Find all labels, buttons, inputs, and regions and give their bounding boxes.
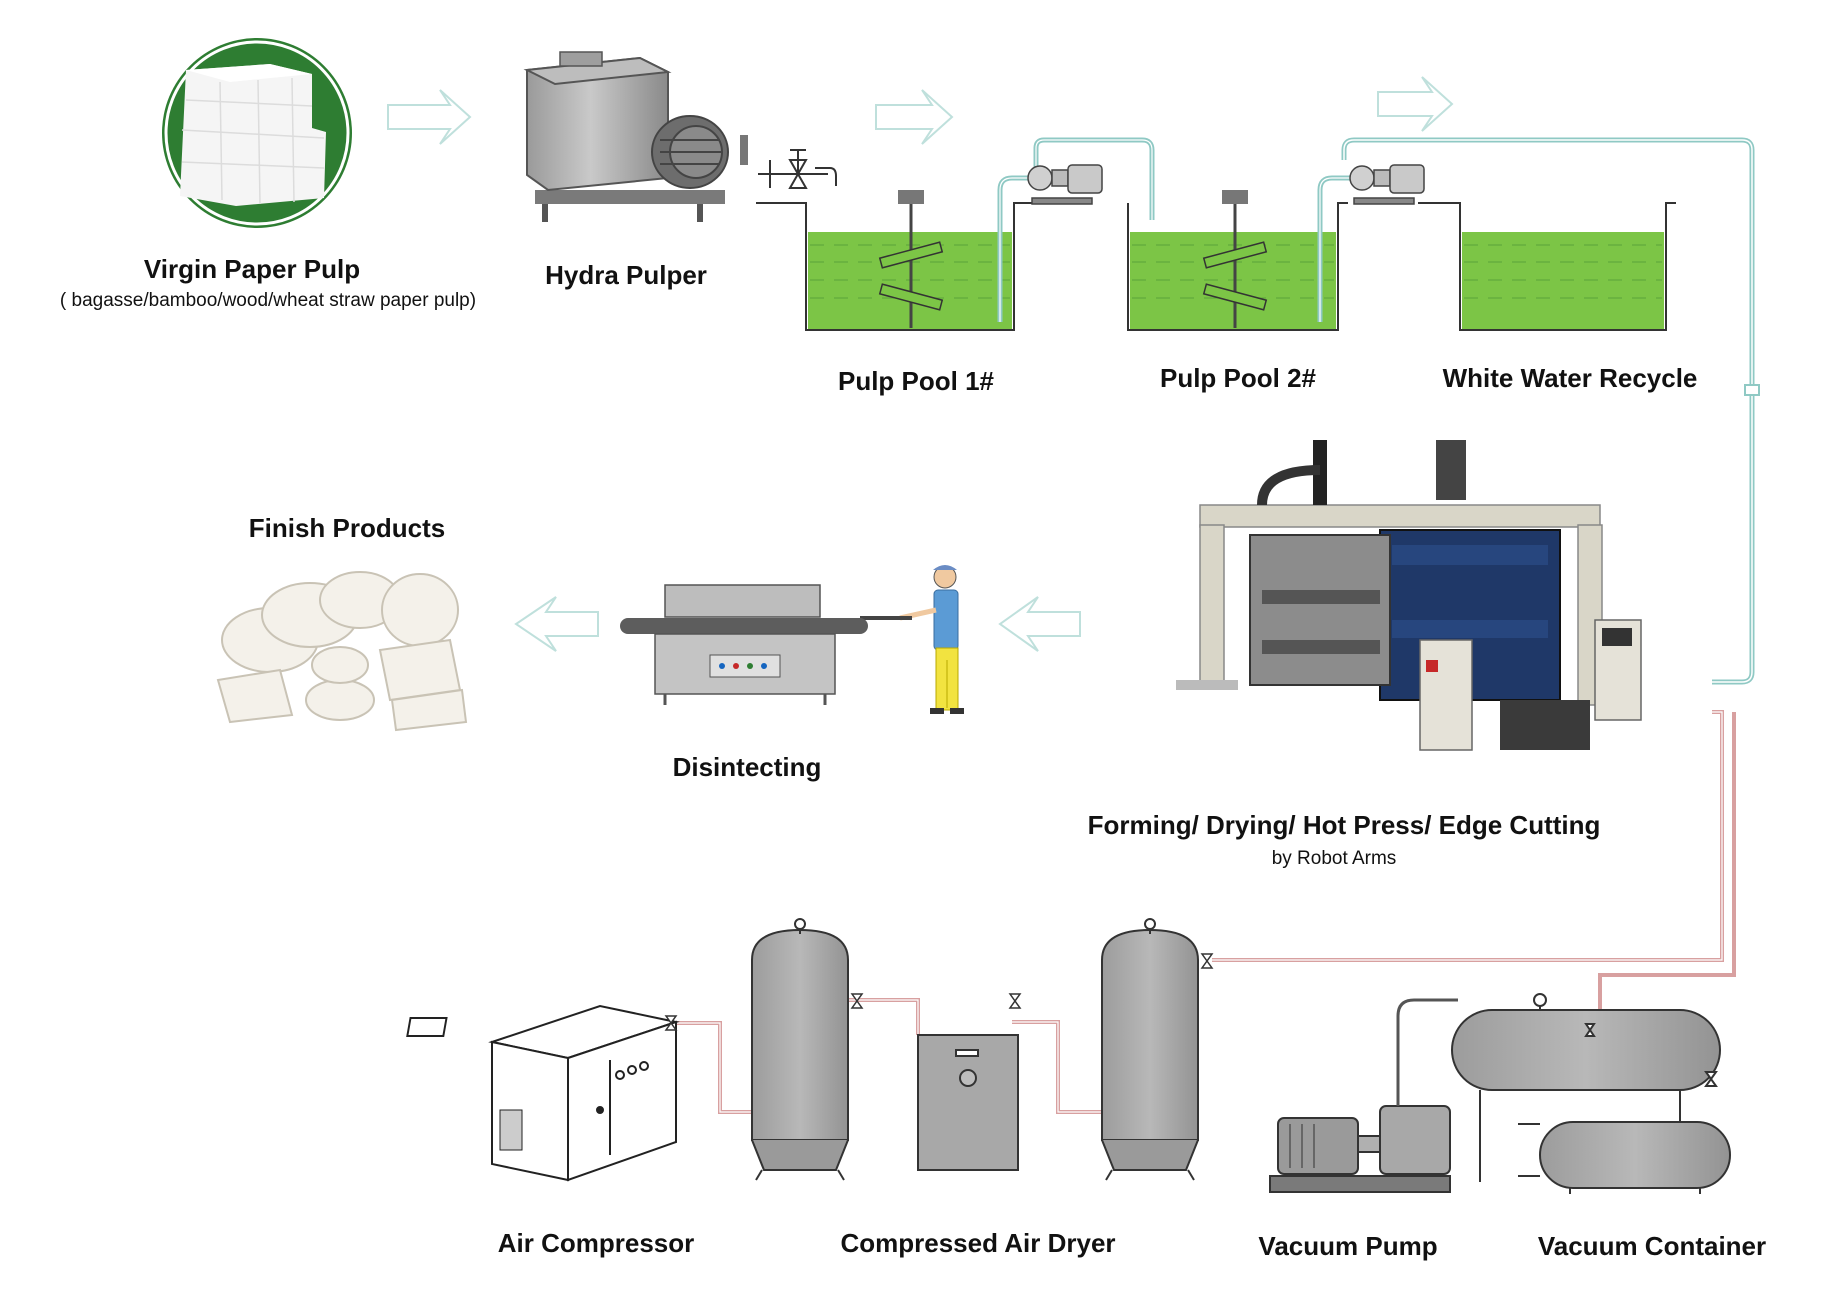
flow-arrow-3: [1377, 76, 1454, 132]
worker-figure: [860, 565, 964, 714]
transfer-pump-1: [1027, 164, 1103, 205]
forming-sublabel: by Robot Arms: [1271, 848, 1397, 869]
disinfecting-label: Disintecting: [672, 752, 822, 782]
vacuum-container-tanks: [1451, 993, 1731, 1194]
forming-label: Forming/ Drying/ Hot Press/ Edge Cutting: [1087, 810, 1601, 840]
flow-arrow-4: [998, 596, 1081, 652]
vacuum-pump-machine: [1269, 998, 1458, 1193]
forming-machine: [1176, 440, 1642, 751]
air-line-valves: [664, 953, 1214, 1031]
white-water-recycle-label: White Water Recycle: [1442, 363, 1698, 393]
flow-arrow-1: [387, 89, 472, 145]
disinfecting-tunnel: [620, 584, 868, 705]
vacuum-pump-label: Vacuum Pump: [1258, 1231, 1438, 1261]
agitator-2: [1202, 190, 1268, 328]
finish-products-image: [216, 571, 468, 732]
air-tank-2: [1101, 918, 1199, 1181]
pulp-pool-tanks: [756, 202, 1676, 331]
outlet-valve-icon: [758, 149, 837, 189]
hydra-pulper-label: Hydra Pulper: [545, 260, 707, 290]
agitator-1: [878, 190, 944, 328]
air-compressor-label: Air Compressor: [497, 1228, 695, 1258]
finish-products-label: Finish Products: [248, 513, 446, 543]
pulp-pool-2-label: Pulp Pool 2#: [1159, 363, 1317, 393]
air-dryer-label: Compressed Air Dryer: [840, 1228, 1116, 1258]
virgin-pulp-sublabel: ( bagasse/bamboo/wood/wheat straw paper …: [59, 290, 477, 311]
transfer-pump-2: [1349, 164, 1425, 205]
virgin-pulp-icon: [162, 38, 352, 228]
air-compressor-machine: [406, 1004, 680, 1182]
air-line: [676, 998, 1102, 1114]
flow-arrow-5: [514, 596, 599, 652]
air-tank-1: [751, 918, 849, 1181]
flow-arrow-2: [875, 89, 954, 145]
hydra-pulper-machine: [523, 51, 748, 222]
vacuum-container-label: Vacuum Container: [1537, 1231, 1767, 1261]
pulp-pool-1-label: Pulp Pool 1#: [837, 366, 995, 396]
air-dryer-machine: [917, 1034, 1019, 1171]
virgin-pulp-label: Virgin Paper Pulp: [143, 254, 361, 284]
